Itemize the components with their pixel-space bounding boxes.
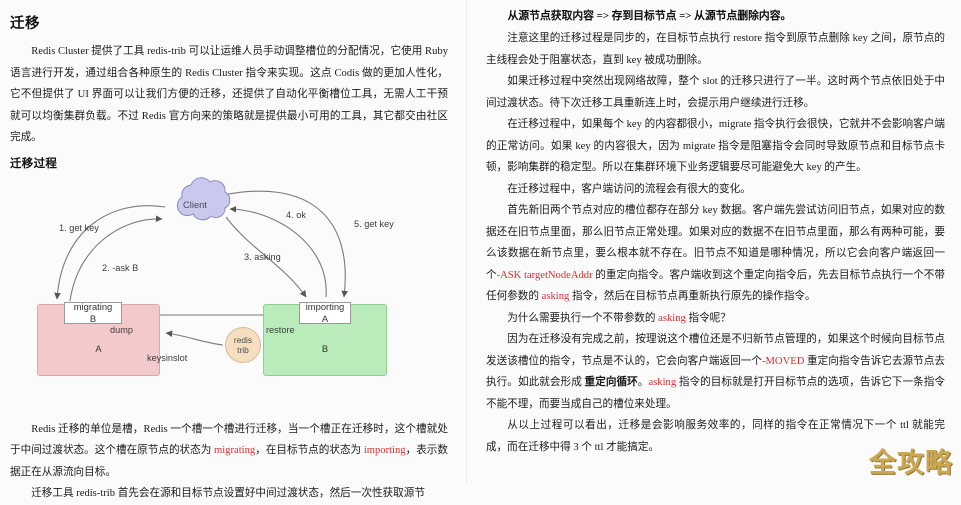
diagram-edges [54, 176, 349, 346]
why-asking-paragraph: 为什么需要执行一个不带参数的 asking 指令呢？ [507, 312, 731, 324]
migration-steps-heading: 从源节点获取内容 => 存到目标节点 => 从源节点删除内容。 [507, 10, 792, 22]
moved-loop-paragraph: 因为在迁移没有完成之前，按理说这个槽位还是不归新节点管理的，如果这个时候向目标节… [486, 334, 945, 410]
sync-process-paragraph: 注意这里的迁移过程是同步的，在目标节点执行 restore 指令到原节点删除 k… [486, 33, 945, 66]
edge-label-1-get-key: 1. get key [59, 222, 99, 233]
edge-label-5-get-key: 5. get key [354, 218, 394, 229]
client-flow-paragraph: 在迁移过程中，客户端访问的流程会有很大的变化。 [507, 183, 751, 195]
importing-keyword: importing [363, 445, 406, 456]
ttl-conclusion-paragraph: 从以上过程可以看出，迁移是会影响服务效率的，同样的指令在正常情况下一个 ttl … [486, 420, 945, 453]
redirect-loop-emphasis: 重定向循环 [584, 377, 638, 388]
left-column: 迁移 Redis Cluster 提供了工具 redis-trib 可以让运维人… [0, 0, 466, 499]
edge-label-3-asking: 3. asking [244, 251, 281, 262]
asking-keyword-1: asking [541, 291, 570, 302]
moved-keyword: -MOVED [761, 355, 805, 367]
asking-keyword-3: asking [648, 377, 677, 388]
big-key-paragraph: 在迁移过程中，如果每个 key 的内容都很小，migrate 指令执行会很快，它… [486, 119, 945, 173]
asking-keyword-2: asking [658, 312, 686, 324]
network-failure-paragraph: 如果迁移过程中突然出现网络故障，整个 slot 的迁移只进行了一半。这时两个节点… [486, 76, 945, 109]
site-watermark: 全攻略 [869, 448, 953, 478]
migrating-keyword: migrating [213, 445, 256, 456]
client-node-label: Client [183, 198, 207, 210]
edge-label-2-ask-b: 2. -ask B [102, 262, 139, 273]
intro-paragraph: Redis Cluster 提供了工具 redis-trib 可以让运维人员手动… [10, 46, 448, 143]
ask-redirect-paragraph: 首先新旧两个节点对应的槽位都存在部分 key 数据。客户端先尝试访问旧节点，如果… [486, 205, 945, 302]
edge-label-restore: restore [266, 324, 295, 335]
slot-state-paragraph: Redis 迁移的单位是槽，Redis 一个槽一个槽进行迁移，当一个槽正在迁移时… [10, 423, 448, 478]
ask-redirect-keyword: -ASK targetNodeAddr [496, 269, 593, 281]
edge-label-4-ok: 4. ok [286, 209, 306, 220]
client-cloud-shape [176, 176, 231, 220]
column-divider [466, 0, 467, 484]
section-heading-migration-process: 迁移过程 [10, 157, 58, 170]
edge-label-keysinslot: keysinslot [147, 352, 188, 363]
right-column: 从源节点获取内容 => 存到目标节点 => 从源节点删除内容。 注意这里的迁移过… [466, 0, 961, 484]
page-title: 迁移 [10, 16, 40, 32]
redis-trib-node: redis trib [225, 326, 261, 363]
redis-trib-paragraph: 迁移工具 redis-trib 首先会在源和目标节点设置好中间过渡状态，然后一次… [31, 488, 425, 499]
edge-label-dump: dump [110, 324, 133, 335]
